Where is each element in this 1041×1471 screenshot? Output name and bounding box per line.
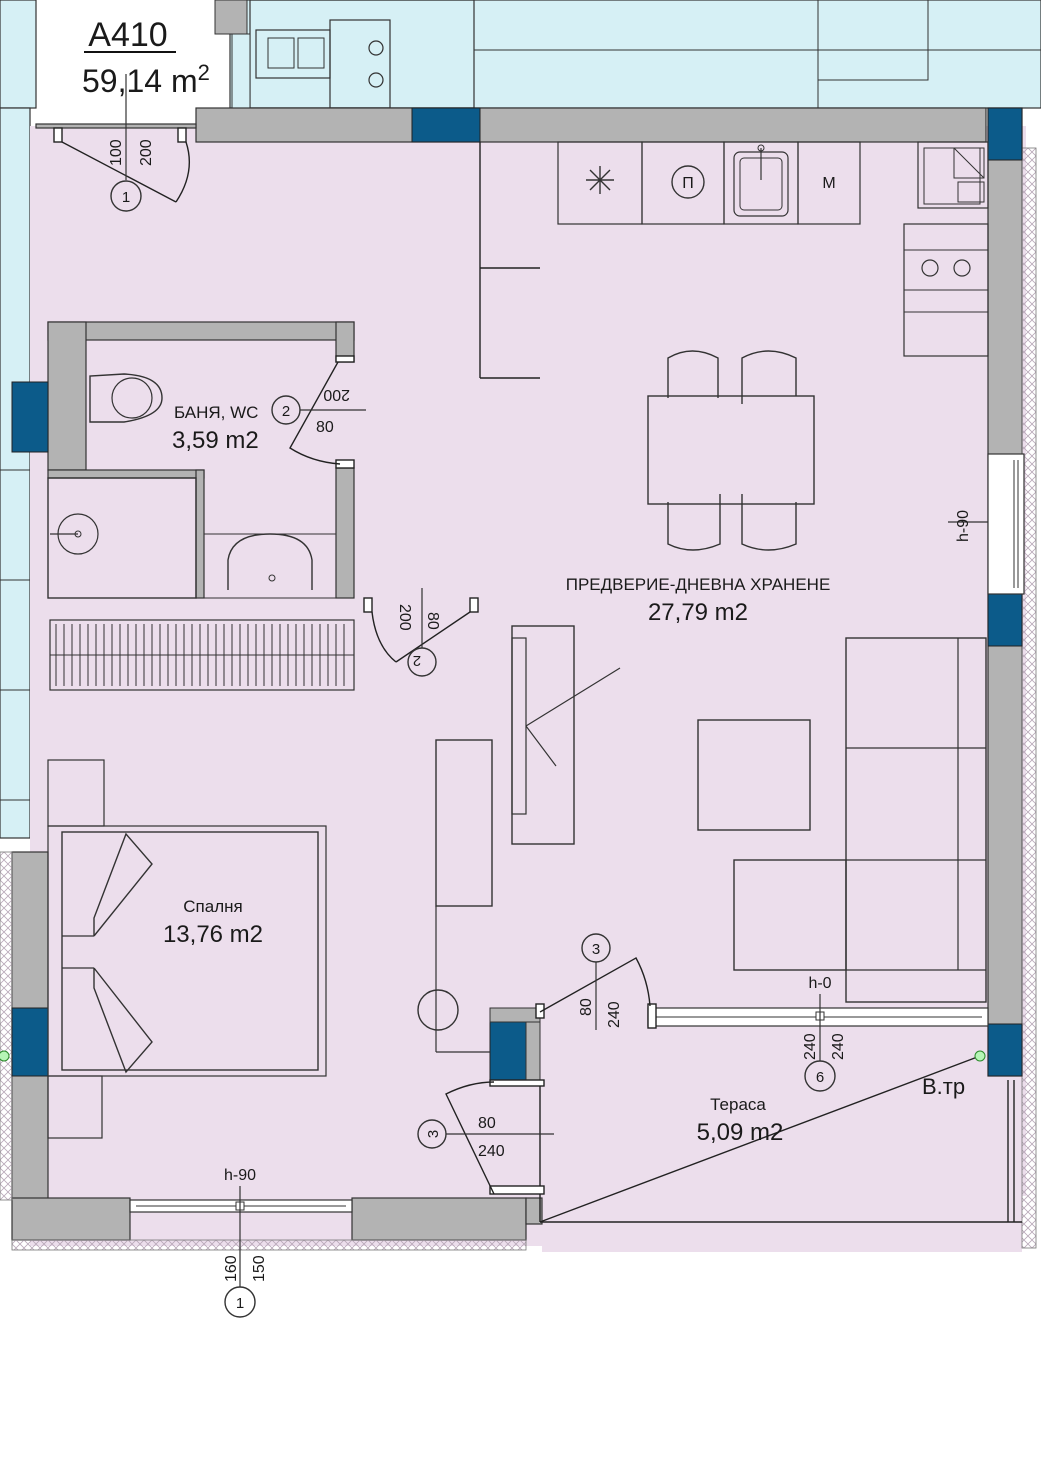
windows bbox=[129, 453, 1025, 1213]
kitchen bbox=[557, 141, 989, 357]
terrace-door-height: 240 bbox=[606, 1001, 623, 1028]
bath-door-marker bbox=[271, 395, 301, 425]
shaft-label: В.тр bbox=[922, 1074, 965, 1099]
entry-width: 100 bbox=[108, 139, 125, 166]
terrace-window-marker bbox=[804, 1060, 836, 1092]
entry-marker bbox=[110, 180, 142, 212]
unit-code: A410 bbox=[88, 16, 167, 54]
living-area: 27,79 m2 bbox=[648, 599, 748, 626]
entry-height: 200 bbox=[138, 139, 155, 166]
wardrobe bbox=[479, 142, 540, 379]
tv-unit bbox=[511, 625, 621, 845]
sofa bbox=[733, 637, 987, 1003]
terrace-window-width: 240 bbox=[802, 1033, 819, 1060]
terrace-door-width: 80 bbox=[578, 998, 595, 1016]
entry-marker-num: 1 bbox=[122, 189, 130, 206]
bed-terrace-door-marker bbox=[417, 1119, 447, 1149]
dining-set bbox=[647, 350, 815, 551]
terrace-name: Тераса bbox=[710, 1095, 766, 1114]
bed-window-marker-num: 1 bbox=[236, 1295, 244, 1312]
terrace-door-marker-num: 3 bbox=[592, 941, 600, 958]
terrace-outline bbox=[0, 1050, 1022, 1223]
bed-window-width: 160 bbox=[223, 1255, 240, 1282]
fridge-label: М bbox=[822, 175, 835, 192]
unit-area: 59,14 m2 bbox=[82, 60, 210, 99]
bed-door-marker-num: 2 bbox=[413, 652, 421, 669]
terrace-pillar-side bbox=[525, 1021, 541, 1083]
bed-terrace-door-height: 240 bbox=[478, 1143, 505, 1160]
terrace-door-marker bbox=[581, 933, 611, 963]
bedroom-area: 13,76 m2 bbox=[163, 921, 263, 948]
bath-door-width: 80 bbox=[316, 419, 334, 436]
right-window-sill: h-90 bbox=[955, 510, 972, 542]
terrace-window-sill: h-0 bbox=[808, 975, 831, 992]
bath-door-height: 200 bbox=[323, 386, 350, 403]
doors bbox=[53, 127, 657, 1195]
living-name: ПРЕДВЕРИЕ-ДНЕВНА ХРАНЕНЕ bbox=[566, 575, 831, 594]
exterior-hatch bbox=[0, 147, 1037, 1262]
bed-terrace-door-marker-num: 3 bbox=[425, 1130, 442, 1138]
bedroom-name: Спалня bbox=[183, 897, 242, 916]
bed-door-height: 200 bbox=[396, 604, 413, 631]
bed-window-height: 150 bbox=[251, 1255, 268, 1282]
shoe-cabinet bbox=[417, 739, 493, 1053]
bath-name: БАНЯ, WC bbox=[174, 403, 258, 422]
bed-door-width: 80 bbox=[424, 612, 441, 630]
bed-window-sill: h-90 bbox=[224, 1167, 256, 1184]
terrace-area: 5,09 m2 bbox=[697, 1119, 784, 1146]
terrace-window-height: 240 bbox=[830, 1033, 847, 1060]
terrace-pillar bbox=[489, 1007, 541, 1023]
freezer-icon bbox=[586, 166, 614, 194]
walls bbox=[11, 107, 1023, 1241]
radiator bbox=[49, 619, 355, 691]
bath-door-marker-num: 2 bbox=[282, 403, 290, 420]
bath-area: 3,59 m2 bbox=[172, 427, 259, 454]
bed-door-marker bbox=[407, 647, 437, 677]
neighbor-areas bbox=[0, 0, 1041, 839]
coffee-table bbox=[697, 719, 811, 831]
bed-terrace-door-width: 80 bbox=[478, 1115, 496, 1132]
terrace-window-marker-num: 6 bbox=[816, 1069, 824, 1086]
bed-window-marker bbox=[224, 1286, 256, 1318]
stove-label: П bbox=[682, 175, 694, 192]
bedroom-furniture bbox=[47, 759, 327, 1139]
bathroom-fixtures bbox=[47, 373, 336, 599]
